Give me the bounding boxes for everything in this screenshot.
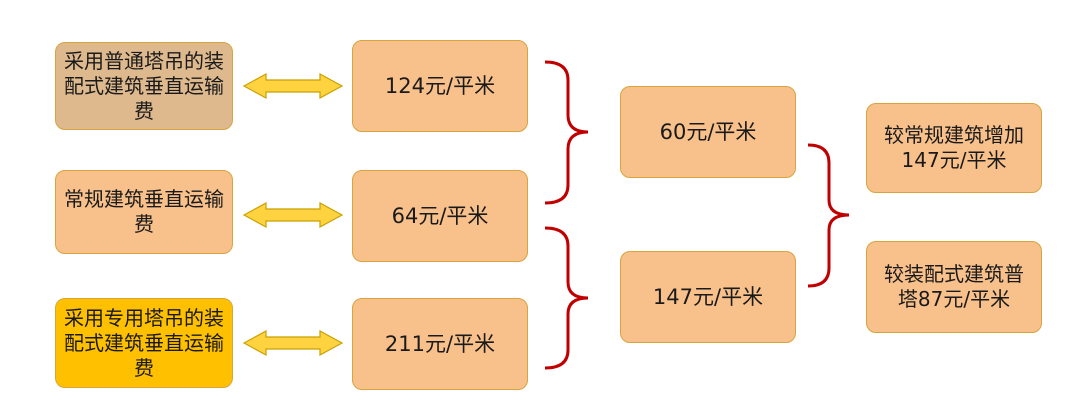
bracket-right [807, 143, 850, 288]
result-label: 较装配式建筑普塔87元/平米 [884, 262, 1024, 311]
result-box-vs-normal-crane: 较装配式建筑普塔87元/平米 [866, 241, 1042, 333]
result-box-vs-conventional: 较常规建筑增加147元/平米 [866, 103, 1042, 193]
diff-box-60: 60元/平米 [620, 86, 796, 178]
bracket-bottom [544, 226, 589, 370]
double-arrow-icon [242, 72, 344, 100]
left-box-conventional: 常规建筑垂直运输费 [55, 170, 233, 254]
value-box-211: 211元/平米 [352, 298, 528, 390]
value-label: 64元/平米 [391, 203, 489, 228]
diff-label: 60元/平米 [659, 119, 757, 144]
diff-box-147: 147元/平米 [620, 251, 796, 343]
left-box-normal-crane: 采用普通塔吊的装配式建筑垂直运输费 [55, 42, 233, 130]
bracket-top [544, 60, 589, 205]
value-label: 211元/平米 [384, 331, 496, 356]
left-box-label: 常规建筑垂直运输费 [64, 187, 224, 236]
left-box-label: 采用普通塔吊的装配式建筑垂直运输费 [64, 48, 224, 123]
value-box-64: 64元/平米 [352, 170, 528, 262]
value-box-124: 124元/平米 [352, 40, 528, 132]
double-arrow-icon [242, 201, 344, 229]
value-label: 124元/平米 [384, 73, 496, 98]
left-box-special-crane: 采用专用塔吊的装配式建筑垂直运输费 [55, 298, 233, 388]
double-arrow-icon [242, 329, 344, 357]
diff-label: 147元/平米 [652, 284, 764, 309]
result-label: 较常规建筑增加147元/平米 [884, 123, 1024, 172]
left-box-label: 采用专用塔吊的装配式建筑垂直运输费 [64, 305, 224, 380]
